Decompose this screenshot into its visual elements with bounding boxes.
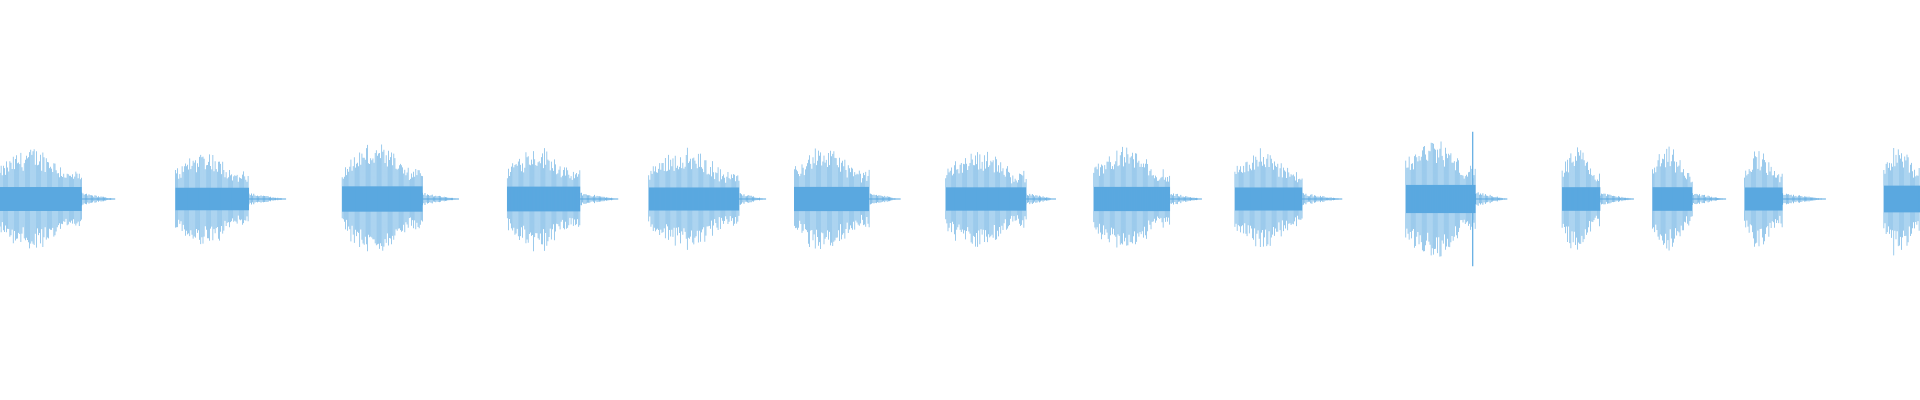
waveform-samples xyxy=(1093,146,1171,248)
waveform-samples xyxy=(1405,141,1476,257)
waveform-burst xyxy=(648,147,767,250)
waveform-burst xyxy=(341,144,459,252)
waveform-samples xyxy=(648,147,740,250)
waveform-samples xyxy=(175,154,249,245)
waveform-burst xyxy=(506,148,619,252)
waveform-samples xyxy=(1234,148,1303,247)
waveform-burst xyxy=(0,149,116,249)
waveform-bursts xyxy=(0,131,1920,267)
waveform-burst xyxy=(1652,146,1727,251)
waveform-burst xyxy=(1561,147,1634,250)
waveform-samples xyxy=(1883,148,1920,256)
waveform-burst xyxy=(945,151,1056,247)
waveform-burst xyxy=(1405,131,1508,267)
waveform-core xyxy=(1883,185,1920,213)
waveform-samples xyxy=(341,144,423,252)
waveform-samples xyxy=(1744,151,1783,247)
waveform-samples xyxy=(945,151,1027,247)
waveform-samples xyxy=(506,148,581,252)
waveform-burst xyxy=(1234,148,1343,247)
waveform-samples xyxy=(1561,147,1600,250)
waveform-samples xyxy=(0,149,82,249)
waveform-burst xyxy=(1883,148,1920,256)
waveform-burst xyxy=(1744,151,1826,247)
waveform-burst xyxy=(175,154,287,245)
waveform-burst xyxy=(794,148,901,249)
waveform-samples xyxy=(1652,146,1693,251)
waveform-samples xyxy=(794,148,870,249)
waveform-burst xyxy=(1093,146,1202,248)
